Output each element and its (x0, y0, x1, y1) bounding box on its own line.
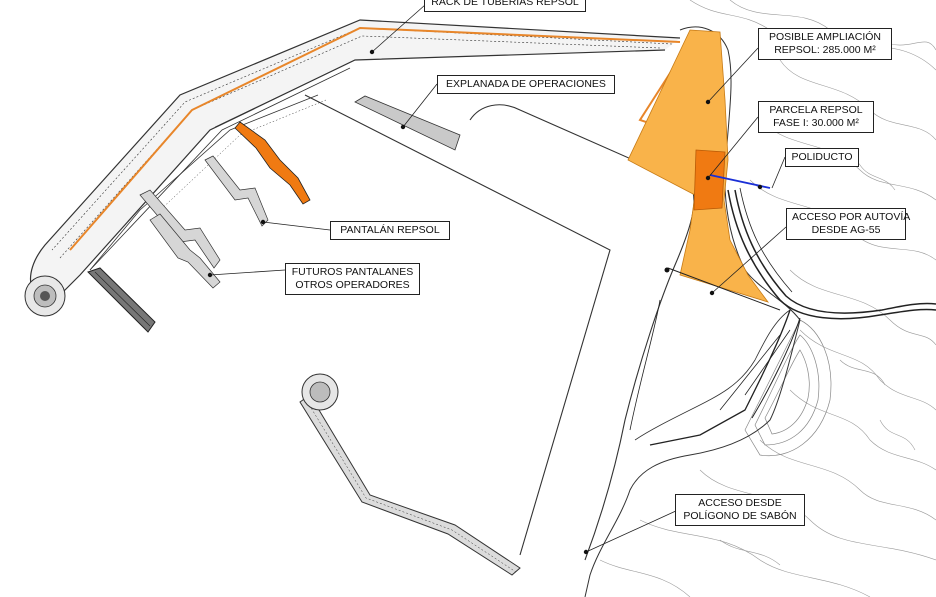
label-futuros-pantalanes: FUTUROS PANTALANES OTROS OPERADORES (285, 263, 420, 295)
label-parcela-line2: FASE I: 30.000 M² (773, 117, 859, 129)
label-poliducto: POLIDUCTO (785, 148, 859, 167)
hill-contours (744, 319, 832, 457)
label-futuros-line1: FUTUROS PANTALANES (291, 266, 414, 278)
label-acceso-sabon: ACCESO DESDE POLÍGONO DE SABÓN (675, 494, 805, 526)
label-poliducto-text: POLIDUCTO (791, 151, 853, 163)
breakwater-head (24, 275, 66, 317)
label-ampliacion-line2: REPSOL: 285.000 M² (774, 44, 876, 56)
coastline-inner (634, 309, 791, 441)
south-breakwater (299, 373, 521, 576)
label-sabon-line2: POLÍGONO DE SABÓN (683, 510, 797, 522)
leader-dots (207, 49, 763, 555)
main-breakwater (29, 19, 681, 302)
parcela-area (693, 149, 726, 211)
label-ampliacion-line1: POSIBLE AMPLIACIÓN (768, 31, 882, 43)
explanada-operaciones (354, 95, 461, 151)
label-pantalan-repsol: PANTALÁN REPSOL (330, 221, 450, 240)
basin-outline (304, 94, 695, 561)
pantalan-repsol (234, 121, 311, 205)
future-piers (139, 155, 269, 289)
label-autovia-line2: DESDE AG-55 (811, 224, 881, 236)
label-rack-text: RACK DE TUBERÍAS REPSOL (431, 0, 579, 8)
label-parcela-repsol: PARCELA REPSOL FASE I: 30.000 M² (758, 101, 874, 133)
label-autovia-line1: ACCESO POR AUTOVÍA (792, 211, 911, 223)
label-explanada-text: EXPLANADA DE OPERACIONES (446, 78, 606, 90)
leader-lines (209, 4, 787, 553)
coastline (584, 26, 801, 597)
label-explanada: EXPLANADA DE OPERACIONES (437, 75, 615, 94)
label-parcela-line1: PARCELA REPSOL (769, 104, 863, 116)
label-sabon-line1: ACCESO DESDE (698, 497, 782, 509)
access-roads (629, 187, 936, 446)
label-pantalan-text: PANTALÁN REPSOL (340, 224, 440, 236)
label-posible-ampliacion: POSIBLE AMPLIACIÓN REPSOL: 285.000 M² (758, 28, 892, 60)
label-futuros-line2: OTROS OPERADORES (295, 279, 410, 291)
label-rack-tuberias: RACK DE TUBERÍAS REPSOL (424, 0, 586, 12)
pier-west (87, 267, 156, 333)
label-acceso-autovia: ACCESO POR AUTOVÍA DESDE AG-55 (786, 208, 911, 240)
